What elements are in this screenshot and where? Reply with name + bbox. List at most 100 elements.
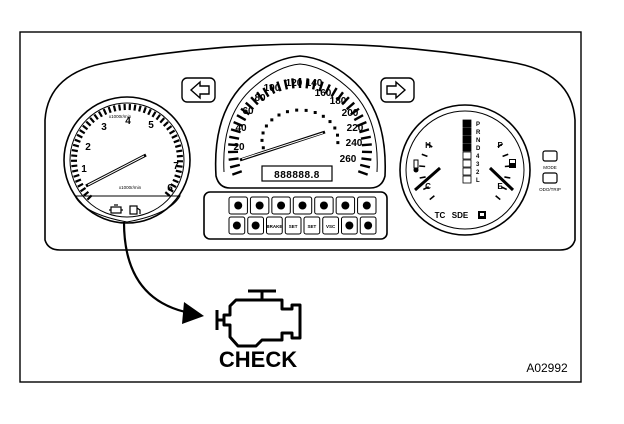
speedo-tick — [250, 96, 259, 106]
temp-tick — [421, 153, 428, 158]
tach-tick — [167, 187, 174, 193]
speedo-tick — [305, 78, 309, 89]
gear-label-3: 3 — [476, 162, 480, 168]
gear-indicator-d — [462, 143, 472, 152]
battery-icon — [298, 201, 307, 210]
tach-tick — [170, 183, 177, 189]
temp-tick — [419, 165, 426, 168]
gear-indicator-r — [462, 127, 472, 136]
tach-tick — [79, 187, 87, 193]
odo-trip-button[interactable]: ODO/TRIP — [539, 172, 561, 192]
tachometer: 1 2 3 4 5 6 7 x1000r/min x1000r/min — [63, 96, 191, 224]
tach-tick — [172, 178, 179, 184]
mode-button[interactable]: MODE — [542, 150, 558, 170]
speedo-inner-mark — [261, 131, 265, 135]
speedometer: 20 40 60 80 100 120 140 160 180 200 220 … — [214, 55, 387, 189]
tach-tick — [89, 117, 95, 124]
speedo-tick — [336, 91, 344, 101]
speedo-inner-mark — [321, 114, 325, 118]
tachometer-needle-core — [87, 155, 145, 186]
seat-belt-icon — [234, 201, 243, 210]
speedo-tick — [269, 83, 276, 95]
odo-trip-button-label: ODO/TRIP — [539, 187, 561, 192]
figure-frame — [19, 31, 582, 383]
warning-cell — [292, 196, 313, 215]
warning-cell-label: SET — [289, 224, 298, 229]
tach-tick — [142, 106, 147, 114]
left-arrow-icon — [189, 80, 210, 100]
tach-tick — [151, 111, 157, 118]
temp-tick — [422, 186, 430, 191]
tach-tick — [174, 144, 182, 148]
speedo-tick — [357, 170, 369, 176]
tach-scale-label-lower: x1000r/min — [119, 185, 142, 190]
speedo-tick — [359, 128, 370, 134]
speedo-inner-mark — [277, 113, 281, 117]
warning-cell-label: SET — [307, 224, 316, 229]
check-label: CHECK — [219, 347, 297, 372]
speedo-tick — [350, 107, 360, 116]
tach-tick — [76, 133, 83, 139]
tach-tick — [72, 143, 80, 148]
fuel-tick — [495, 195, 501, 201]
speedo-inner-mark — [260, 138, 264, 142]
speedo-tick — [262, 87, 270, 98]
left-turn-indicator — [181, 77, 216, 103]
speed-number-260: 260 — [340, 154, 357, 165]
speed-number-180: 180 — [330, 96, 347, 107]
tach-tick — [77, 182, 84, 188]
mode-button-label: MODE — [543, 165, 557, 170]
cluster-housing — [44, 43, 576, 251]
speed-number-160: 160 — [315, 88, 332, 99]
fuel-tick — [497, 142, 504, 148]
speedo-tick — [291, 78, 295, 89]
speed-number-220: 220 — [347, 123, 364, 134]
tach-tick — [133, 104, 137, 111]
washer-icon — [319, 201, 328, 210]
temperature-ticks — [419, 142, 435, 201]
speedo-tick — [345, 101, 356, 111]
speedometer-ticks — [227, 78, 373, 176]
gear-label-n: N — [476, 138, 480, 144]
warning-cell — [228, 196, 248, 215]
speedo-tick — [330, 87, 338, 98]
warning-cell-label: BRAKE — [266, 224, 282, 229]
tach-tick — [71, 169, 79, 173]
tach-tick — [71, 148, 78, 153]
tach-tick — [71, 164, 78, 168]
tach-tick — [175, 169, 182, 174]
gear-label-p: P — [476, 122, 480, 128]
speedo-inner-mark — [313, 111, 317, 115]
warning-cell — [271, 196, 291, 215]
speedometer-inner-scale — [260, 108, 340, 150]
gear-indicator-3 — [462, 159, 472, 168]
warning-cell — [357, 196, 377, 215]
tach-number-3: 3 — [101, 122, 107, 133]
speedo-tick — [244, 101, 255, 111]
speedo-tick — [231, 170, 243, 176]
tach-tick — [164, 191, 171, 197]
speedo-tick — [228, 157, 239, 161]
speedo-inner-mark — [336, 141, 340, 145]
tach-tick — [147, 108, 152, 116]
tachometer-ticks — [70, 104, 184, 201]
gear-label-2: 2 — [476, 170, 480, 176]
tach-tick — [112, 105, 117, 112]
speed-number-200: 200 — [342, 108, 359, 119]
speedo-tick — [256, 91, 264, 101]
tach-tick — [85, 120, 92, 127]
warning-cell — [303, 216, 321, 235]
fuel-tick — [504, 176, 511, 179]
tach-tick — [173, 139, 180, 144]
warning-cell — [266, 216, 283, 235]
gear-label-r: R — [476, 130, 481, 136]
warning-cell — [284, 216, 302, 235]
speedo-tick — [229, 163, 241, 169]
speedo-tick — [324, 83, 331, 95]
speedo-inner-mark — [261, 146, 265, 150]
tach-tick — [74, 138, 81, 143]
tach-tick — [174, 174, 181, 179]
speed-number-80: 80 — [254, 93, 266, 104]
tach-tick — [176, 164, 183, 168]
